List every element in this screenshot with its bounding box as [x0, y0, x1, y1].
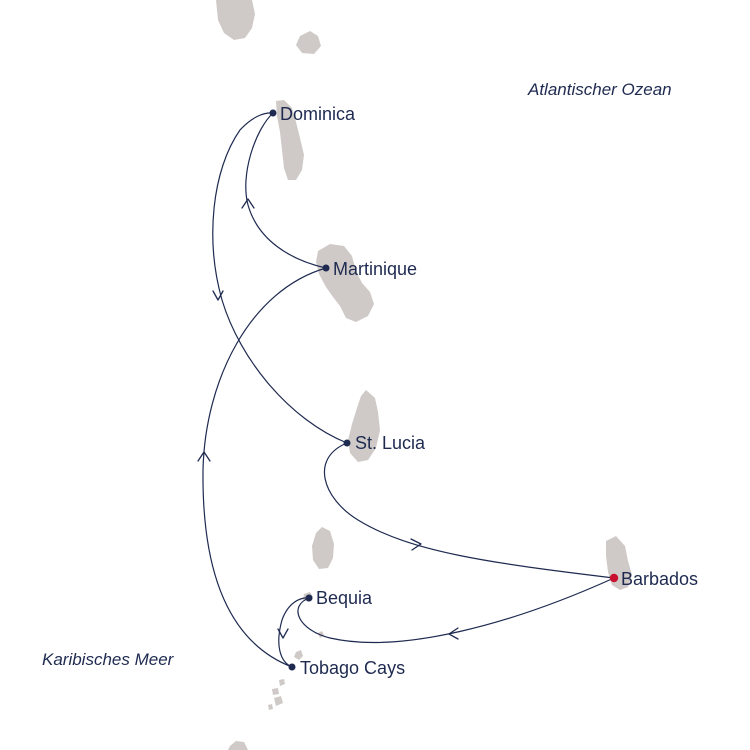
island-guadeloupe-east — [296, 31, 321, 54]
route-leg-st-lucia-dominica — [212, 112, 348, 444]
port-marker-martinique — [322, 264, 330, 272]
port-label-st-lucia: St. Lucia — [355, 433, 426, 453]
direction-arrow-north — [197, 451, 211, 462]
cruise-route — [202, 112, 615, 668]
port-label-martinique: Martinique — [333, 259, 417, 279]
route-leg-barbados-st-lucia — [323, 442, 615, 579]
island-union — [272, 688, 279, 695]
port-label-tobago-cays: Tobago Cays — [300, 658, 405, 678]
sea-label-caribbean: Karibisches Meer — [42, 650, 175, 669]
direction-arrow-east — [410, 538, 422, 551]
route-direction-arrows — [197, 198, 459, 640]
sea-label-atlantic: Atlantischer Ozean — [527, 80, 672, 99]
port-label-bequia: Bequia — [316, 588, 373, 608]
port-labels: Dominica Martinique St. Lucia Barbados B… — [280, 104, 698, 678]
island-grenada — [228, 741, 248, 750]
island-martinique — [316, 244, 374, 322]
port-marker-dominica — [269, 109, 277, 117]
direction-arrow-south — [212, 290, 224, 301]
port-marker-tobago-cays — [288, 663, 296, 671]
island-dominica — [276, 100, 304, 180]
island-canouan — [294, 650, 303, 660]
port-marker-barbados-home — [609, 573, 619, 583]
island-petit-martinique — [268, 704, 273, 710]
island-carriacou — [274, 696, 283, 706]
port-markers — [269, 109, 619, 671]
port-label-dominica: Dominica — [280, 104, 356, 124]
direction-arrow-west — [448, 627, 459, 640]
route-leg-dominica-martinique — [245, 112, 327, 269]
route-leg-bequia-barbados — [297, 577, 615, 643]
port-marker-bequia — [305, 594, 313, 602]
route-leg-tobago-cays-bequia — [278, 597, 310, 668]
direction-arrow-south — [277, 628, 289, 639]
direction-arrow-north — [241, 198, 255, 209]
port-label-barbados: Barbados — [621, 569, 698, 589]
route-leg-martinique-tobago-cays — [202, 267, 327, 668]
island-st-lucia — [348, 390, 380, 462]
island-guadeloupe-basse-terre — [216, 0, 255, 40]
island-mayreau — [279, 679, 285, 686]
sea-labels: Atlantischer Ozean Karibisches Meer — [42, 80, 672, 669]
island-st-vincent — [312, 527, 334, 569]
port-marker-st-lucia — [343, 439, 351, 447]
